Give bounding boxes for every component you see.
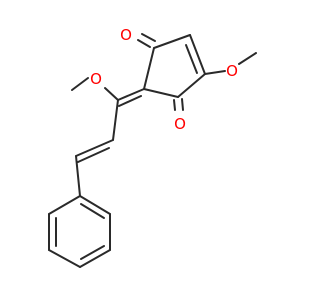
- bond-ph6-ph1: [48, 195, 81, 215]
- bond-ph1-ph2: [79, 195, 111, 215]
- bond-o-methyl-ring: [238, 52, 257, 65]
- bond-c6-o-methoxy: [104, 87, 119, 101]
- bond-c3-o-methoxy: [204, 70, 226, 75]
- bond-c8-ph: [75, 155, 81, 197]
- atom-o-methoxy-chain: O: [90, 70, 102, 88]
- bond-c6-c7: [112, 99, 119, 141]
- bond-o-methyl-chain: [71, 77, 89, 91]
- diagram-background: [0, 0, 300, 300]
- bond-c4-o-bottom-a: [173, 99, 176, 111]
- bond-ph3-ph4: [79, 249, 111, 268]
- bond-c5-c1: [143, 47, 155, 90]
- atom-o-methoxy-ring: O: [226, 62, 238, 80]
- bond-c4-o-bottom-b: [181, 98, 184, 111]
- atom-label-layer: O O O O: [90, 26, 238, 133]
- bond-c5-c6-inner: [118, 95, 142, 107]
- molecule-structure-diagram: O O O O: [0, 0, 300, 300]
- bond-c2-c3: [189, 34, 206, 75]
- atom-o-ketone-bottom: O: [174, 115, 186, 133]
- bond-ph3-ph4-inner: [80, 245, 105, 260]
- bond-c2-c3-inner: [185, 44, 198, 74]
- bond-c3-c4: [177, 73, 206, 98]
- bond-c1-c2: [153, 34, 191, 49]
- atom-o-ketone-top: O: [120, 26, 132, 44]
- bond-c1-o-top-a: [137, 39, 151, 48]
- bond-c7-c8: [75, 139, 114, 157]
- bond-ph1-ph2-inner: [80, 203, 105, 219]
- bond-layer: [48, 33, 257, 268]
- bond-ph4-ph5: [48, 249, 81, 268]
- bond-c7-c8-inner: [77, 147, 110, 163]
- bond-c5-c6: [117, 88, 145, 101]
- bond-c4-c5: [143, 88, 179, 98]
- bond-c1-o-top-b: [141, 33, 156, 42]
